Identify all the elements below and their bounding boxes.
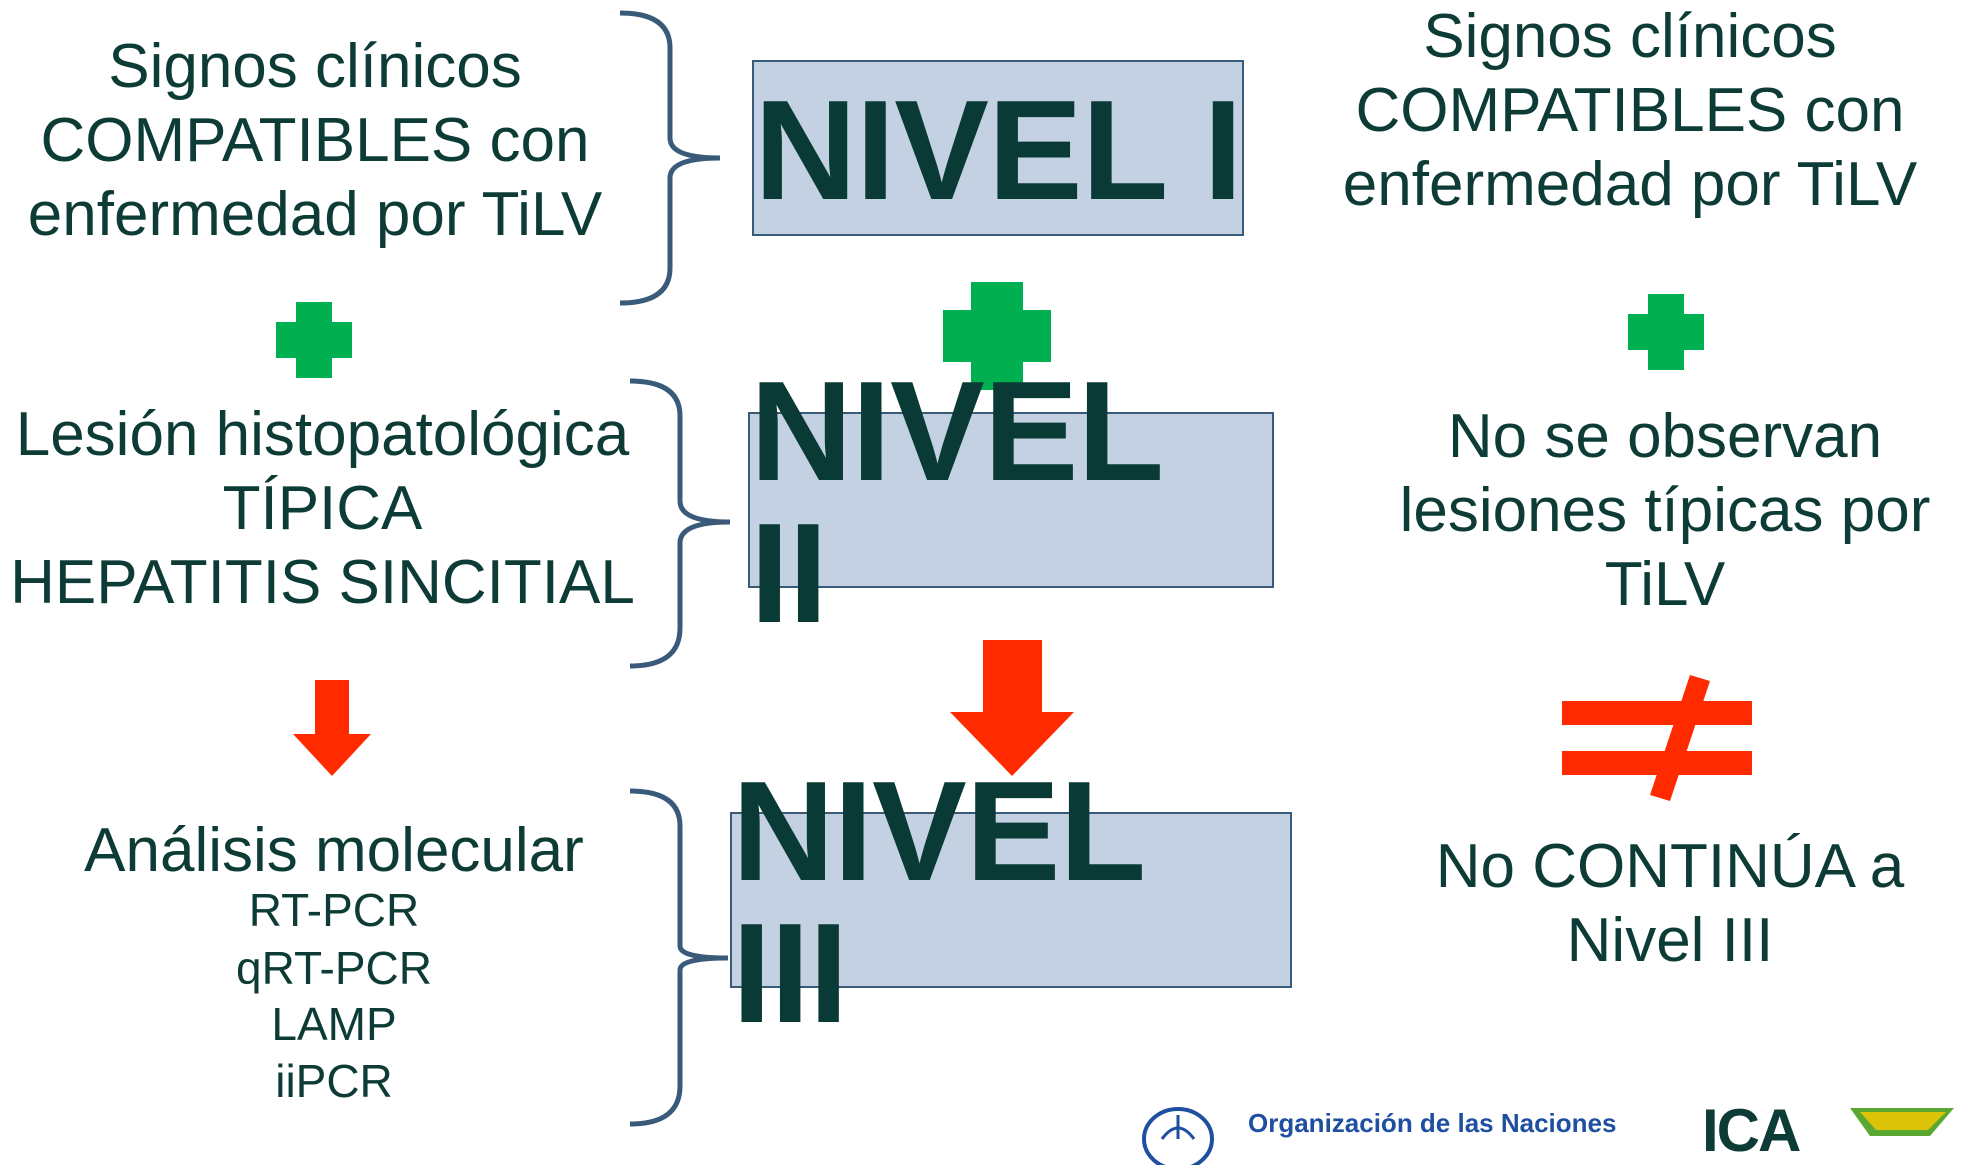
method-item: iiPCR — [275, 1055, 393, 1107]
ica-logo-text: ICA — [1702, 1097, 1801, 1164]
level-1-label: NIVEL I — [754, 71, 1243, 230]
down-arrow-icon — [950, 640, 1074, 776]
text-line: HEPATITIS SINCITIAL — [10, 548, 635, 617]
right-level3-text: No CONTINÚA a Nivel III — [1340, 836, 1969, 996]
level-2-box: NIVEL II — [748, 361, 1274, 645]
text-line: Nivel III — [1566, 906, 1774, 975]
level-3-label: NIVEL III — [732, 752, 1144, 1053]
level-1-box: NIVEL I — [752, 60, 1244, 236]
right-level2-text: No se observan lesiones típicas por TiLV — [1340, 404, 1969, 624]
text-line: COMPATIBLES con — [1355, 76, 1905, 145]
plus-icon — [943, 282, 1051, 390]
text-line: enfermedad por TiLV — [27, 180, 603, 249]
left-level2-text: Lesión histopatológica TÍPICA HEPATITIS … — [0, 400, 645, 620]
down-arrow-icon — [293, 680, 371, 776]
not-equal-icon — [1562, 675, 1752, 801]
text-line: Signos clínicos — [108, 32, 522, 101]
text-line: enfermedad por TiLV — [1342, 150, 1918, 219]
method-item: LAMP — [271, 998, 397, 1050]
text-line: Signos clínicos — [1423, 2, 1837, 71]
text-line: lesiones típicas por — [1399, 476, 1931, 545]
level-2-label: NIVEL II — [750, 352, 1162, 653]
level-3-box: NIVEL III — [730, 761, 1292, 1045]
left-level3-methods: RT-PCR qRT-PCR LAMP iiPCR — [0, 885, 668, 1115]
method-item: RT-PCR — [248, 884, 420, 936]
brace-icon — [619, 10, 721, 306]
ica-logo-icon — [1850, 1108, 1954, 1136]
text-line: No se observan — [1447, 402, 1883, 471]
left-level1-text: Signos clínicos COMPATIBLES con enfermed… — [0, 30, 630, 250]
left-level3-title: Análisis molecular — [84, 816, 584, 885]
text-line: No CONTINÚA a — [1435, 832, 1905, 901]
right-level1-text: Signos clínicos COMPATIBLES con enfermed… — [1300, 2, 1960, 222]
brace-icon — [629, 788, 729, 1127]
fao-logo-icon — [1142, 1107, 1214, 1165]
text-line: COMPATIBLES con — [40, 106, 590, 175]
plus-icon — [1628, 294, 1704, 370]
text-line: TÍPICA — [222, 474, 423, 543]
text-line: TiLV — [1604, 550, 1726, 619]
method-item: qRT-PCR — [236, 942, 432, 994]
brace-icon — [629, 378, 731, 669]
fao-logo-text: Organización de las Naciones — [1248, 1108, 1617, 1138]
plus-icon — [276, 302, 352, 378]
text-line: Lesión histopatológica — [15, 400, 630, 469]
